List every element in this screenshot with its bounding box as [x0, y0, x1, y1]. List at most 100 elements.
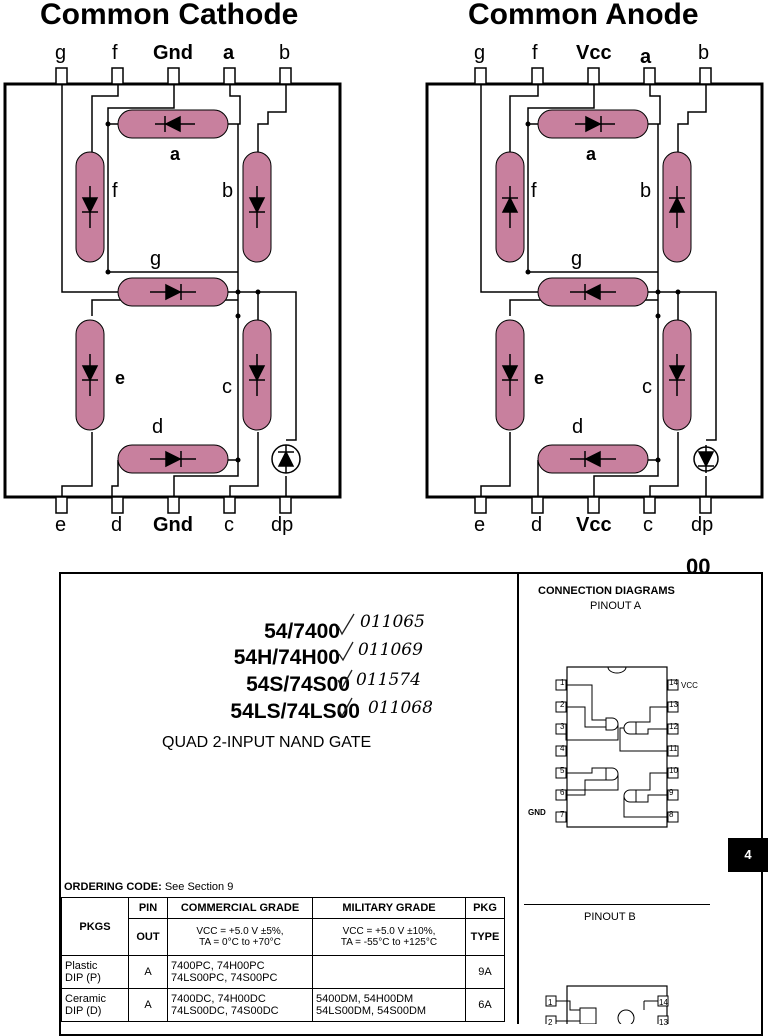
vcc-label: VCC — [681, 681, 698, 690]
cathode-seg-c-label: c — [222, 376, 232, 398]
common-anode-diagram — [425, 67, 764, 514]
cathode-bottom-pin-d: d — [111, 514, 123, 536]
row-commercial-1: 7400DC, 74H00DC — [171, 993, 266, 1005]
row-commercial: 7400DC, 74H00DC 74LS00DC, 74S00DC — [167, 988, 313, 1022]
row-military-2: 54LS00DM, 54S00DM — [316, 1005, 427, 1017]
anode-seg-b-label: b — [640, 180, 652, 202]
ordering-table: PKGS PIN COMMERCIAL GRADE MILITARY GRADE… — [61, 897, 505, 1022]
pinout-a-label: PINOUT A — [590, 600, 642, 612]
anode-top-pin-vcc: Vcc — [576, 42, 612, 64]
anode-bottom-pin-dp: dp — [691, 514, 714, 536]
gnd-label: GND — [528, 808, 546, 817]
row-pkg: Plastic DIP (P) — [61, 955, 129, 989]
pinout-divider — [524, 904, 710, 905]
row-military — [312, 955, 466, 989]
section-tab: 4 — [728, 838, 768, 872]
cathode-seg-f-label: f — [112, 180, 118, 202]
table-row: Plastic DIP (P) A 7400PC, 74H00PC 74LS00… — [61, 955, 505, 989]
column-divider — [517, 574, 519, 1024]
anode-seg-d-label: d — [572, 416, 584, 438]
common-cathode-diagram — [3, 67, 342, 514]
table-row: Ceramic DIP (D) A 7400DC, 74H00DC 74LS00… — [61, 988, 505, 1022]
pin-5: 5 — [560, 766, 565, 775]
anode-top-pin-a: a — [640, 46, 652, 68]
commercial-cond-2: TA = 0°C to +70°C — [199, 937, 281, 948]
row-military-1: 5400DM, 54H00DM — [316, 993, 414, 1005]
anode-top-pin-b: b — [698, 42, 710, 64]
connection-diagrams-title: CONNECTION DIAGRAMS — [538, 585, 675, 597]
pin-4: 4 — [560, 744, 565, 753]
row-commercial-2: 74LS00DC, 74S00DC — [171, 1005, 279, 1017]
pin-6: 6 — [560, 788, 565, 797]
anode-top-pin-f: f — [532, 42, 538, 64]
pin-1: 1 — [560, 678, 565, 687]
part-number-74ls00: 54LS/74LS00 — [230, 700, 360, 723]
military-cond-2: TA = -55°C to +125°C — [340, 937, 438, 948]
cathode-bottom-pin-gnd: Gnd — [153, 514, 193, 536]
anode-seg-c-label: c — [642, 376, 652, 398]
anode-top-pin-g: g — [474, 42, 486, 64]
part-number-74h00: 54H/74H00 — [233, 646, 340, 669]
row-commercial: 7400PC, 74H00PC 74LS00PC, 74S00PC — [167, 955, 313, 989]
pin-2: 2 — [560, 700, 565, 709]
col-pin-out-1: PIN — [128, 897, 168, 919]
anode-seg-a-label: a — [586, 144, 597, 164]
cathode-top-pin-f: f — [112, 42, 118, 64]
cathode-top-pin-gnd: Gnd — [153, 42, 193, 64]
part-number-74s00: 54S/74S00 — [246, 673, 350, 696]
row-military: 5400DM, 54H00DM 54LS00DM, 54S00DM — [312, 988, 466, 1022]
pin-11: 11 — [669, 744, 678, 753]
col-commercial: COMMERCIAL GRADE — [167, 897, 313, 919]
pinout-b-label: PINOUT B — [584, 911, 636, 923]
col-pkg-type-1: PKG — [465, 897, 505, 919]
anode-bottom-pin-d: d — [531, 514, 543, 536]
cathode-bottom-pin-c: c — [224, 514, 234, 536]
cathode-seg-b-label: b — [222, 180, 234, 202]
cathode-top-pin-g: g — [55, 42, 67, 64]
pin-12: 12 — [669, 722, 678, 731]
row-pkg: Ceramic DIP (D) — [61, 988, 129, 1022]
row-pkg-1: Plastic — [65, 960, 98, 972]
col-military: MILITARY GRADE — [312, 897, 466, 919]
cathode-top-pin-b: b — [279, 42, 291, 64]
commercial-conditions: VCC = +5.0 V ±5%, TA = 0°C to +70°C — [167, 918, 313, 956]
row-pin: A — [128, 988, 168, 1022]
cathode-bottom-pin-dp: dp — [271, 514, 294, 536]
cathode-seg-e-label: e — [115, 368, 126, 388]
pin-10: 10 — [669, 766, 678, 775]
col-pin-out-2: OUT — [128, 918, 168, 956]
pin-8: 8 — [669, 810, 674, 819]
pinout-a-ic — [555, 666, 679, 828]
part-number-7400: 54/7400 — [264, 620, 340, 643]
commercial-cond-1: VCC = +5.0 V ±5%, — [196, 926, 284, 937]
row-pkg-1: Ceramic — [65, 993, 106, 1005]
ordering-code: ORDERING CODE: See Section 9 — [64, 881, 233, 893]
row-commercial-1: 7400PC, 74H00PC — [171, 960, 265, 972]
handwritten-note-3: 011574 — [356, 670, 421, 690]
common-cathode-title: Common Cathode — [40, 0, 299, 31]
row-pin: A — [128, 955, 168, 989]
pin-13: 13 — [669, 700, 678, 709]
cathode-seg-a-label: a — [170, 144, 181, 164]
cathode-seg-d-label: d — [152, 416, 164, 438]
seven-segment-diagrams — [3, 67, 764, 514]
pin-9: 9 — [669, 788, 674, 797]
pinout-b-ic — [545, 985, 669, 1024]
ordering-code-label: ORDERING CODE: — [64, 881, 162, 893]
col-pkg-type-2: TYPE — [465, 918, 505, 956]
anode-bottom-pin-c: c — [643, 514, 653, 536]
anode-seg-f-label: f — [531, 180, 537, 202]
anode-seg-e-label: e — [534, 368, 545, 388]
row-type: 6A — [465, 988, 505, 1022]
common-anode-title: Common Anode — [468, 0, 699, 31]
cathode-bottom-pin-e: e — [55, 514, 67, 536]
page-code: 00 — [686, 554, 711, 579]
pin-14: 14 — [669, 678, 678, 687]
cathode-seg-g-label: g — [150, 248, 162, 270]
row-pkg-2: DIP (D) — [65, 1005, 102, 1017]
pinout-b-pin-2: 2 — [548, 1018, 553, 1027]
handwritten-note-1: 011065 — [360, 612, 425, 632]
ordering-code-text: See Section 9 — [164, 881, 234, 893]
cathode-top-pin-a: a — [223, 42, 235, 64]
handwritten-note-2: 011069 — [358, 640, 423, 660]
